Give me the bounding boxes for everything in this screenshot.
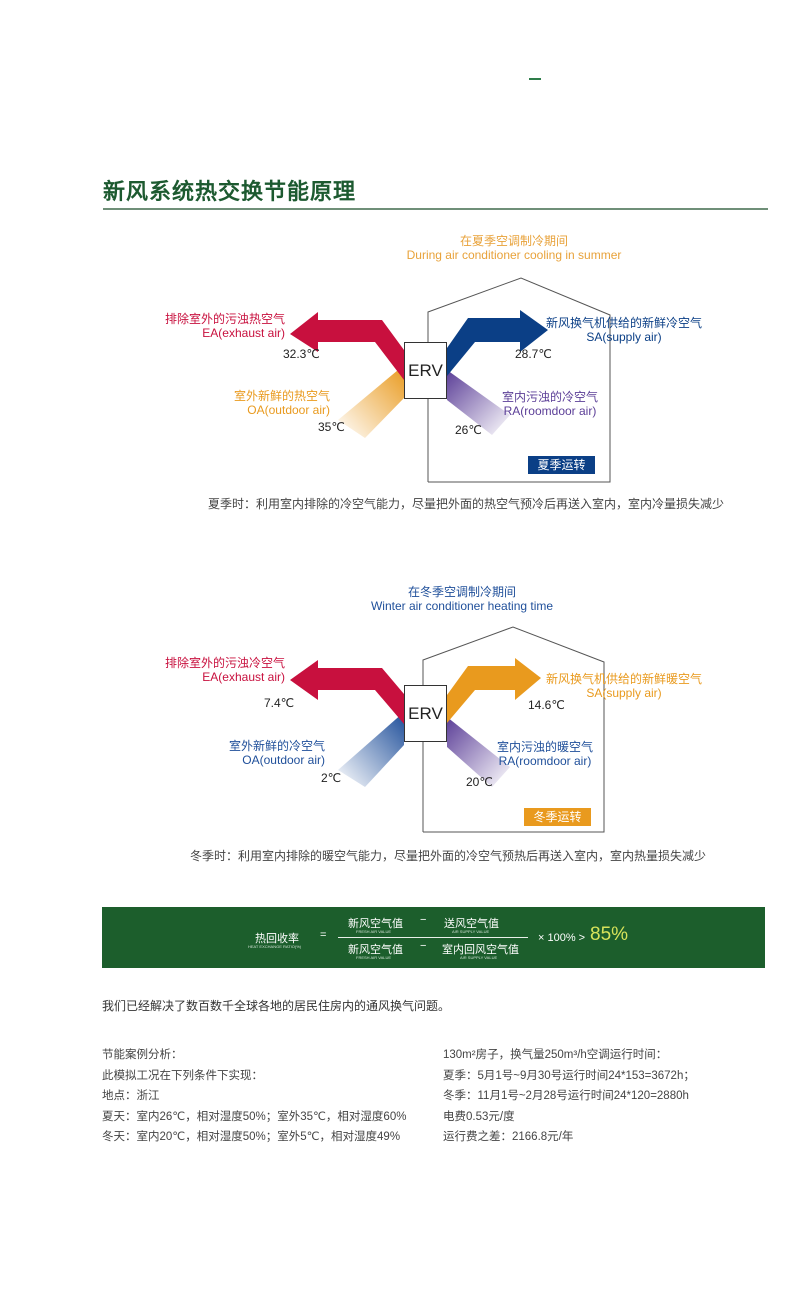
- title-en: During air conditioner cooling in summer: [406, 248, 622, 262]
- case-line: 夏季：5月1号~9月30号运行时间24*153=3672h；: [443, 1069, 695, 1082]
- case-line: 此模拟工况在下列条件下实现：: [102, 1069, 263, 1082]
- ra-temp: 20℃: [466, 775, 493, 789]
- title-en: Winter air conditioner heating time: [370, 599, 554, 613]
- ea-cn: 排除室外的污浊热空气: [164, 312, 285, 326]
- formula-lhs-en: HEAT EXCHANGE RATIO(%): [248, 944, 302, 949]
- oa-temp: 2℃: [321, 771, 342, 785]
- sa-arrow: [447, 310, 548, 376]
- case-left: 节能案例分析： 此模拟工况在下列条件下实现： 地点：浙江 夏天：室内26℃，相对…: [102, 1045, 406, 1148]
- sa-temp: 28.7℃: [515, 347, 552, 361]
- numerator-b-en: AIR SUPPLY VALUE: [452, 929, 490, 934]
- sa-cn: 新风换气机供给的新鲜冷空气: [545, 316, 702, 330]
- ea-en: EA(exhaust air): [202, 326, 285, 340]
- case-line: 130m²房子，换气量250m³/h空调运行时间：: [443, 1049, 668, 1061]
- oa-en: OA(outdoor air): [247, 403, 330, 417]
- oa-cn: 室外新鲜的冷空气: [228, 739, 325, 753]
- ra-flow: [447, 370, 510, 435]
- ea-temp: 7.4℃: [264, 696, 295, 710]
- ea-arrow: [290, 660, 404, 724]
- oa-flow: [338, 365, 404, 438]
- summer-badge: 夏季运转: [528, 456, 595, 474]
- title-cn: 在冬季空调制冷期间: [407, 585, 516, 599]
- formula-multiplier: × 100% >: [538, 932, 586, 944]
- case-line: 地点：浙江: [102, 1090, 160, 1102]
- summer-caption: 夏季时：利用室内排除的冷空气能力，尽量把外面的热空气预冷后再送入室内，室内冷量损…: [208, 497, 725, 511]
- case-line: 节能案例分析：: [102, 1049, 183, 1061]
- formula-lhs: 热回收率: [255, 933, 299, 945]
- ea-en: EA(exhaust air): [202, 670, 285, 684]
- ra-temp: 26℃: [455, 423, 482, 437]
- formula-result: 85%: [590, 924, 629, 945]
- case-line: 冬天：室内20℃，相对湿度50%；室外5℃，相对湿度49%: [102, 1131, 401, 1143]
- sa-en: SA(supply air): [586, 686, 662, 700]
- airflow-graphic: [290, 626, 605, 833]
- denominator-a: 新风空气值: [348, 944, 403, 956]
- case-line: 运行费之差：2166.8元/年: [443, 1131, 574, 1143]
- airflow-graphic: [290, 277, 611, 483]
- case-right: 130m²房子，换气量250m³/h空调运行时间： 夏季：5月1号~9月30号运…: [443, 1045, 695, 1148]
- sa-temp: 14.6℃: [528, 698, 565, 712]
- winter-badge: 冬季运转: [524, 808, 591, 826]
- ra-cn: 室内污浊的暖空气: [496, 740, 593, 754]
- page-title: 新风系统热交换节能原理: [103, 179, 357, 204]
- numerator-minus: −: [420, 914, 427, 926]
- ea-temp: 32.3℃: [283, 347, 320, 361]
- house-outline: [427, 277, 611, 483]
- winter-caption: 冬季时：利用室内排除的暖空气能力，尽量把外面的冷空气预热后再送入室内，室内热量损…: [190, 849, 707, 863]
- oa-temp: 35℃: [318, 420, 345, 434]
- fraction-line: [338, 937, 528, 938]
- denominator-a-en: FRESH AIR VALUE: [356, 955, 392, 960]
- erv-unit: ERV: [404, 342, 447, 399]
- erv-unit: ERV: [404, 685, 447, 742]
- heat-recovery-formula: 热回收率 HEAT EXCHANGE RATIO(%) = 新风空气值 FRES…: [102, 907, 765, 968]
- denominator-b-en: AIR SUPPLY VALUE: [460, 955, 498, 960]
- sa-arrow: [447, 658, 541, 723]
- numerator-a-en: FRESH AIR VALUE: [356, 929, 392, 934]
- oa-flow: [338, 712, 404, 787]
- formula-equals: =: [320, 929, 327, 941]
- case-line: 冬季：11月1号~2月28号运行时间24*120=2880h: [443, 1090, 689, 1102]
- sa-cn: 新风换气机供给的新鲜暖空气: [545, 672, 702, 686]
- case-line: 电费0.53元/度: [443, 1110, 515, 1123]
- title-cn: 在夏季空调制冷期间: [459, 234, 568, 248]
- intro-text: 我们已经解决了数百数千全球各地的居民住房内的通风换气问题。: [102, 999, 451, 1013]
- numerator-b: 送风空气值: [444, 918, 499, 930]
- ra-en: RA(roomdoor air): [503, 404, 597, 418]
- oa-en: OA(outdoor air): [242, 753, 325, 767]
- oa-cn: 室外新鲜的热空气: [233, 389, 330, 403]
- numerator-a: 新风空气值: [348, 918, 403, 930]
- ra-en: RA(roomdoor air): [498, 754, 592, 768]
- ra-cn: 室内污浊的冷空气: [501, 390, 598, 404]
- ea-cn: 排除室外的污浊冷空气: [164, 656, 285, 670]
- ea-arrow: [290, 312, 404, 380]
- ra-flow: [447, 717, 510, 787]
- denominator-b: 室内回风空气值: [442, 944, 519, 956]
- sa-en: SA(supply air): [586, 330, 662, 344]
- denominator-minus: −: [420, 940, 427, 952]
- top-mark: [529, 78, 541, 80]
- title-divider: [103, 208, 768, 210]
- case-line: 夏天：室内26℃，相对湿度50%；室外35℃，相对湿度60%: [102, 1110, 407, 1123]
